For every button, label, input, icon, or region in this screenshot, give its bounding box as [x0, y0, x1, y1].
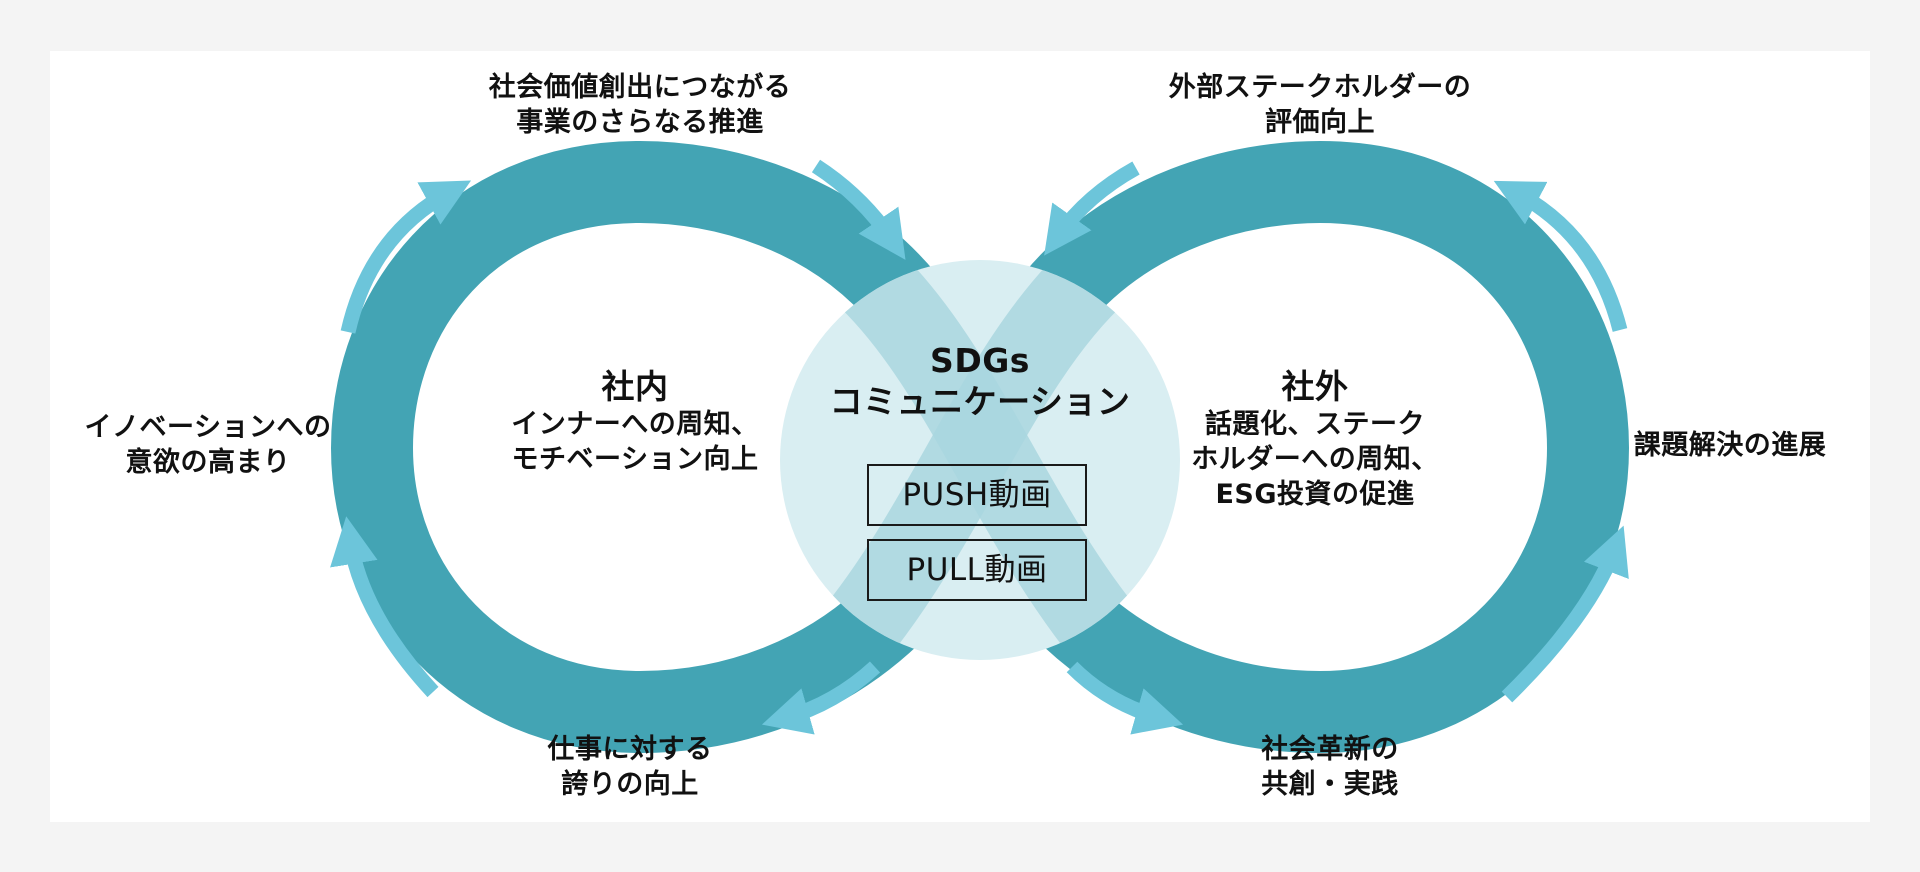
outcome-bottom-right-line1: 社会革新の	[1261, 734, 1399, 765]
external-hub-desc-line3: ESG投資の促進	[1215, 479, 1415, 511]
center-title-line2: コミュニケーション	[829, 382, 1131, 422]
arrow-right-upper	[1493, 180, 1628, 332]
external-hub: 社外 話題化、ステーク ホルダーへの周知、 ESG投資の促進	[1160, 366, 1470, 513]
internal-hub: 社内 インナーへの周知、 モチベーション向上	[470, 366, 800, 477]
push-video-box: PUSH動画	[867, 464, 1087, 526]
internal-hub-desc-line1: インナーへの周知、	[511, 409, 759, 441]
external-hub-title: 社外	[1281, 367, 1349, 406]
outcome-bottom-left: 仕事に対する 誇りの向上	[500, 732, 760, 802]
internal-hub-title: 社内	[601, 367, 669, 406]
outcome-top-right-line2: 評価向上	[1265, 107, 1375, 139]
outcome-top-right: 外部ステークホルダーの 評価向上	[1120, 70, 1520, 140]
outcome-left-line1: イノベーションへの	[84, 412, 332, 443]
internal-hub-desc-line2: モチベーション向上	[511, 444, 759, 476]
center-title-line1: SDGs	[930, 341, 1030, 380]
center-title: SDGs コミュニケーション	[780, 340, 1180, 423]
crossing-band-ascending	[818, 260, 1128, 660]
arrow-left-upper	[340, 180, 472, 334]
external-hub-desc-line2: ホルダーへの周知、	[1191, 444, 1439, 476]
outcome-bottom-right-line2: 共創・実践	[1261, 769, 1399, 801]
internal-loop	[330, 140, 937, 754]
outcome-bottom-left-line1: 仕事に対する	[547, 734, 713, 765]
outcome-bottom-left-line2: 誇りの向上	[561, 769, 699, 801]
outcome-top-left-line1: 社会価値創出につながる	[488, 72, 792, 103]
external-loop	[1023, 140, 1630, 754]
outcome-left-line2: 意欲の高まり	[125, 447, 291, 479]
crossing-bands	[818, 260, 1142, 660]
external-loop-ring	[1023, 140, 1630, 754]
outcome-bottom-right: 社会革新の 共創・実践	[1200, 732, 1460, 802]
outcome-left: イノベーションへの 意欲の高まり	[50, 410, 366, 480]
internal-loop-ring	[330, 140, 937, 754]
arrow-bottom-left-outward	[761, 661, 881, 735]
outcome-top-right-line1: 外部ステークホルダーの	[1168, 72, 1472, 103]
outcome-right: 課題解決の進展	[1600, 428, 1860, 463]
flow-arrows	[330, 159, 1629, 735]
outcome-top-left: 社会価値創出につながる 事業のさらなる推進	[440, 70, 840, 140]
pull-video-box: PULL動画	[867, 539, 1087, 601]
arrow-left-lower	[330, 516, 439, 698]
arrow-top-right-inward	[1044, 161, 1140, 256]
arrow-right-lower	[1501, 525, 1629, 703]
arrow-bottom-right-outward	[1066, 661, 1184, 735]
external-hub-desc-line1: 話題化、ステーク	[1205, 409, 1425, 441]
arrow-top-left-inward	[811, 159, 906, 260]
outcome-right-line1: 課題解決の進展	[1633, 430, 1827, 461]
outcome-top-left-line2: 事業のさらなる推進	[516, 107, 764, 139]
